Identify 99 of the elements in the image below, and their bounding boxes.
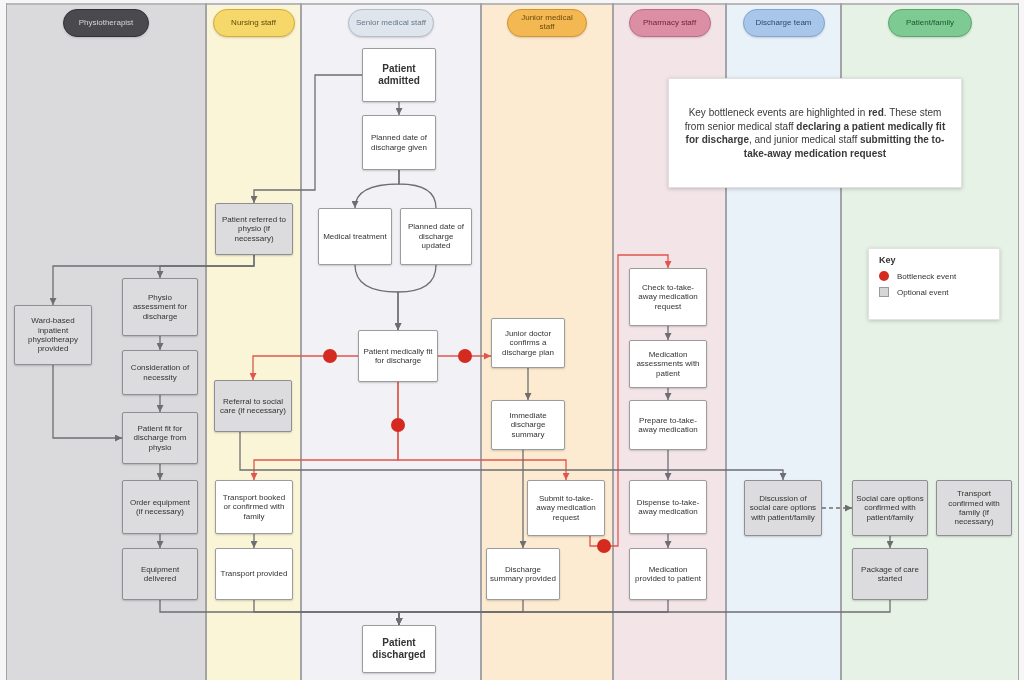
arrow (156, 394, 164, 413)
step-text: Physio assessment for discharge (131, 292, 189, 322)
step-text: Order equipment (if necessary) (129, 497, 191, 517)
step-text: Planned date of discharge given (369, 133, 428, 152)
arrow (664, 533, 672, 549)
step-text: Submit to-take-away medication request (535, 493, 597, 523)
arrow (886, 535, 894, 549)
step-text: Transport provided (220, 569, 288, 579)
arrow (589, 254, 672, 547)
lane-header: Physiotherapist (63, 9, 149, 37)
optional-step-box (122, 548, 198, 600)
step-text: Prepare to-take-away medication (637, 415, 699, 435)
step-text: Consideration of necessity (129, 363, 191, 382)
arrow (239, 431, 787, 481)
optional-step-box (122, 480, 198, 534)
process-box (527, 480, 605, 536)
step-text: Transport booked or confirmed with family (221, 492, 287, 522)
process-box (629, 268, 707, 326)
arrow (156, 463, 164, 481)
optional-step-box (122, 412, 198, 464)
arrow (821, 504, 853, 512)
step-text: Referral to social care (if necessary) (219, 396, 287, 416)
optional-step-box (852, 480, 928, 536)
arrow (156, 335, 164, 351)
step-text: Medication provided to patient (634, 564, 702, 584)
lane-header: Pharmacy staff (628, 9, 711, 37)
arrow (664, 449, 672, 481)
step-text: Planned date of discharge updated (406, 222, 465, 251)
optional-step-box (852, 548, 928, 600)
arrow (156, 533, 164, 549)
legend-label: Optional event (897, 287, 949, 297)
step-text: Junior doctor confirms a discharge plan (500, 328, 555, 358)
note-text: Key bottleneck events are highlighted in red. These stem from senior medical staff declaring a patient medically fit for discharge, and junior medical staff submitting the to-take-away medication request (683, 106, 947, 160)
step-text: Patient medically fit for discharge (362, 346, 434, 366)
optional-step-box (14, 305, 92, 365)
step-text: Check to-take-away medication request (637, 282, 699, 312)
optional-step-box (936, 480, 1012, 536)
step-text: Medication assessments with patient (635, 349, 701, 379)
step-text: Medical treatment (323, 231, 387, 242)
arrow (250, 533, 258, 549)
arrow (437, 352, 492, 360)
process-box (629, 340, 707, 388)
step-text: Discharge summary provided (490, 564, 556, 584)
step-text: Patient fit for discharge from physio (132, 423, 188, 453)
swimlane (481, 3, 613, 680)
arrow (249, 355, 359, 381)
step-text: Immediate discharge summary (508, 410, 548, 440)
process-box (358, 330, 438, 382)
process-box (215, 480, 293, 534)
process-box (491, 400, 565, 450)
process-box (362, 115, 436, 170)
arrow (524, 367, 532, 401)
optional-step-box (122, 278, 198, 336)
step-text: Equipment delivered (139, 564, 181, 584)
legend-label: Bottleneck event (897, 271, 957, 281)
process-box (362, 625, 436, 673)
process-box (491, 318, 565, 368)
process-box (629, 480, 707, 534)
arrow (395, 101, 403, 116)
legend-title: Key (879, 255, 897, 265)
process-box (400, 208, 472, 265)
step-text: Patient referred to physio (if necessary) (220, 214, 287, 244)
lane-header: Junior medical staff (507, 9, 587, 37)
optional-step-box (215, 203, 293, 255)
optional-step-box (744, 480, 822, 536)
optional-step-box (122, 350, 198, 395)
process-box (629, 548, 707, 600)
optional-step-box (214, 380, 292, 432)
process-box (629, 400, 707, 450)
step-text: Package of care started (860, 564, 920, 584)
step-text: Ward-based inpatient physiotherapy provided (27, 316, 79, 354)
step-text: Patient discharged (371, 637, 427, 661)
swimlane (206, 3, 301, 680)
step-text: Social care options confirmed with patient/family (856, 493, 924, 523)
step-text: Transport confirmed with family (if necessary) (947, 489, 1001, 527)
arrow (394, 264, 437, 331)
process-box (215, 548, 293, 600)
process-box (362, 48, 436, 102)
step-text: Dispense to-take-away medication (635, 497, 701, 517)
connector-line (398, 169, 437, 209)
arrow (52, 364, 123, 442)
arrow (664, 325, 672, 341)
process-box (486, 548, 560, 600)
lane-header: Nursing staff (212, 9, 295, 37)
arrow (664, 387, 672, 401)
arrow (519, 449, 527, 549)
lane-header: Discharge team (742, 9, 825, 37)
swimlane (301, 3, 481, 680)
arrow (156, 254, 255, 279)
process-box (318, 208, 392, 265)
step-text: Discussion of social care options with patient/family (748, 493, 818, 523)
lane-header: Senior medical staff (348, 9, 434, 37)
step-text: Patient admitted (377, 63, 421, 87)
arrow (397, 381, 570, 481)
arrow (395, 599, 891, 626)
swimlane (6, 3, 206, 680)
lane-header: Patient/family (888, 9, 972, 37)
arrow (250, 74, 363, 204)
note-box (668, 78, 962, 188)
